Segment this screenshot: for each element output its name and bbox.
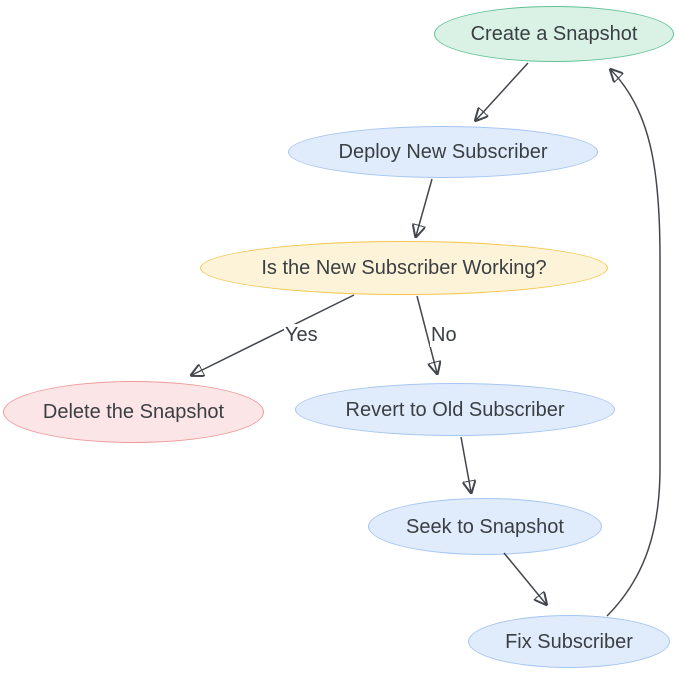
edge-deploy-to-working xyxy=(416,178,433,236)
node-fix-subscriber: Fix Subscriber xyxy=(468,615,670,668)
edge-label-yes: Yes xyxy=(284,324,319,347)
node-revert-to-old-subscriber: Revert to Old Subscriber xyxy=(295,383,615,436)
edge-fix-to-create xyxy=(606,70,661,617)
edge-seek-to-fix xyxy=(503,552,546,604)
node-deploy-new-subscriber: Deploy New Subscriber xyxy=(288,126,598,178)
edge-revert-to-seek xyxy=(460,436,471,492)
edge-create-to-deploy xyxy=(476,62,529,120)
node-delete-the-snapshot: Delete the Snapshot xyxy=(3,381,264,443)
node-create-snapshot: Create a Snapshot xyxy=(434,6,674,62)
edge-working-to-delete xyxy=(192,294,355,375)
node-seek-to-snapshot: Seek to Snapshot xyxy=(368,498,602,555)
edge-label-no: No xyxy=(430,324,458,347)
node-is-new-subscriber-working: Is the New Subscriber Working? xyxy=(200,241,608,295)
